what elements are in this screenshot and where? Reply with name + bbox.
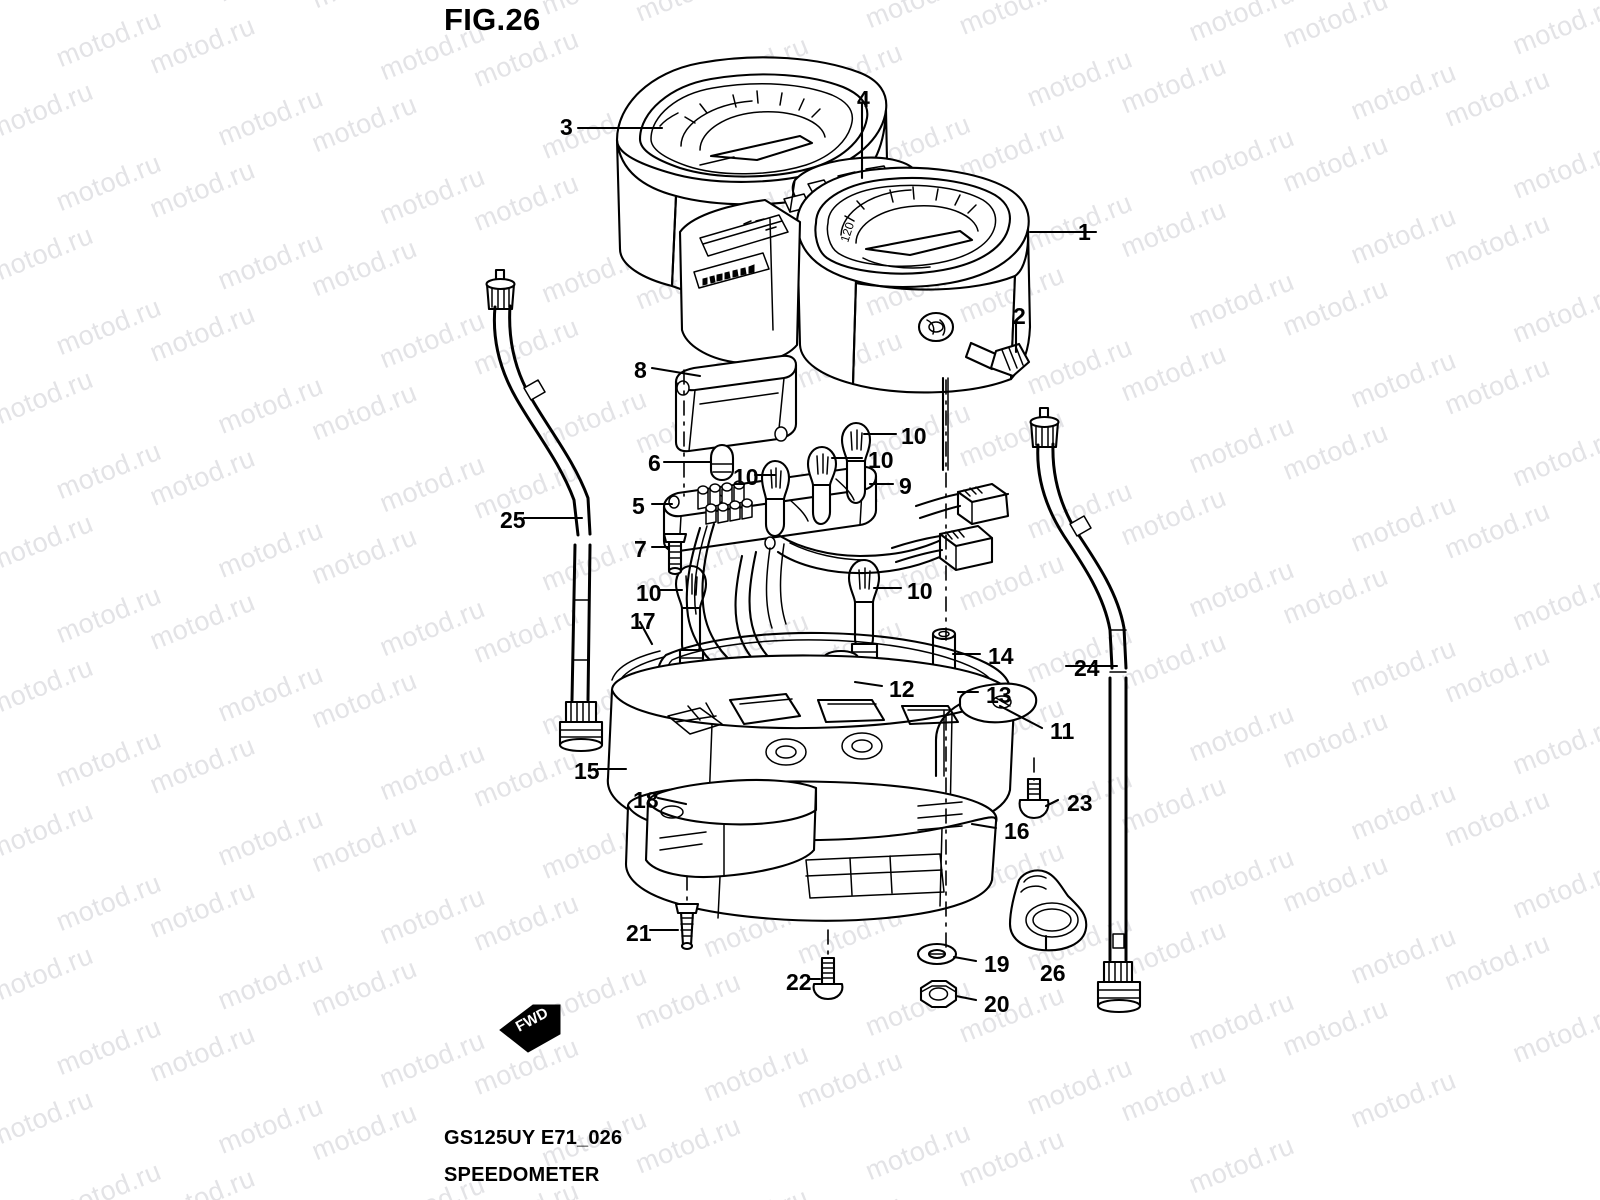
svg-text:120: 120 [838,220,858,244]
callout-speedometer-assembly: 1 [1078,219,1091,245]
case-rib-bracket [646,780,816,877]
callout-nut: 20 [984,991,1010,1017]
callout-mounting-stay: 11 [1050,718,1075,744]
callout-spacer-collar: 14 [988,643,1014,669]
bulb-socket-group [762,423,870,536]
callout-lower-meter-case: 15 [574,758,600,784]
callout-tachometer-cable: 25 [500,507,526,533]
fwd-direction-marker: FWD [500,1004,560,1052]
callout-printed-circuit-board: 5 [632,493,645,519]
callout-trip-meter-reset-knob: 2 [1013,303,1026,329]
callout-flange-bolt: 23 [1067,790,1093,816]
callout-meter-bracket-cover: 8 [634,357,647,383]
assembly-name-label: SPEEDOMETER [444,1164,600,1186]
lower-meter-case [608,655,1036,920]
nut-20 [921,981,956,1007]
callout-indicator-bulb: 6 [648,450,661,476]
tapping-screw-21 [676,904,698,949]
tachometer-cable [487,270,603,751]
callout-case-rib-bracket: 18 [633,787,659,813]
callout-bulb-socket-cap: 10 [907,578,933,604]
meter-bracket-cover [676,356,796,451]
callout-speedometer-cable: 24 [1074,655,1100,681]
callout-screw: 7 [634,536,647,562]
callout-tapping-screw: 21 [626,920,652,946]
callout-bulb-socket: 9 [899,473,912,499]
speedometer-assembly: 120 [797,168,1030,470]
flange-bolt-23 [1020,779,1049,818]
callout-tachometer-assembly: 3 [560,114,573,140]
speedometer-cable [1031,408,1141,1012]
callout-bulb-socket-cap: 10 [733,464,759,490]
callout-meter-case-lower-cover: 16 [1004,818,1030,844]
leader-lines [524,103,1117,1000]
callout-bulb-socket-cap: 10 [901,423,927,449]
figure-title: FIG.26 [444,2,541,37]
mounting-stay [936,684,1036,776]
callout-bulb-socket-cap: 10 [868,447,894,473]
callout-bolt: 22 [786,969,812,995]
model-code-label: GS125UY E71_026 [444,1127,623,1149]
screw-7 [664,534,686,574]
callout-cushion-damper: 12 [889,676,915,702]
callout-cable-grommet: 26 [1040,960,1066,986]
callout-rubber-grommet: 13 [986,682,1012,708]
indicator-bulb [711,445,733,480]
washer-19 [918,944,956,964]
trip-meter-reset-knob [966,343,1029,376]
callout-indicator-lens-panel: 4 [857,86,870,112]
bolt-22 [814,958,843,999]
callout-washer: 19 [984,951,1010,977]
callout-meter-case-seal: 17 [630,608,656,634]
cable-grommet [1010,870,1086,950]
callout-bulb-socket-cap: 10 [636,580,662,606]
meter-shroud [680,200,800,363]
